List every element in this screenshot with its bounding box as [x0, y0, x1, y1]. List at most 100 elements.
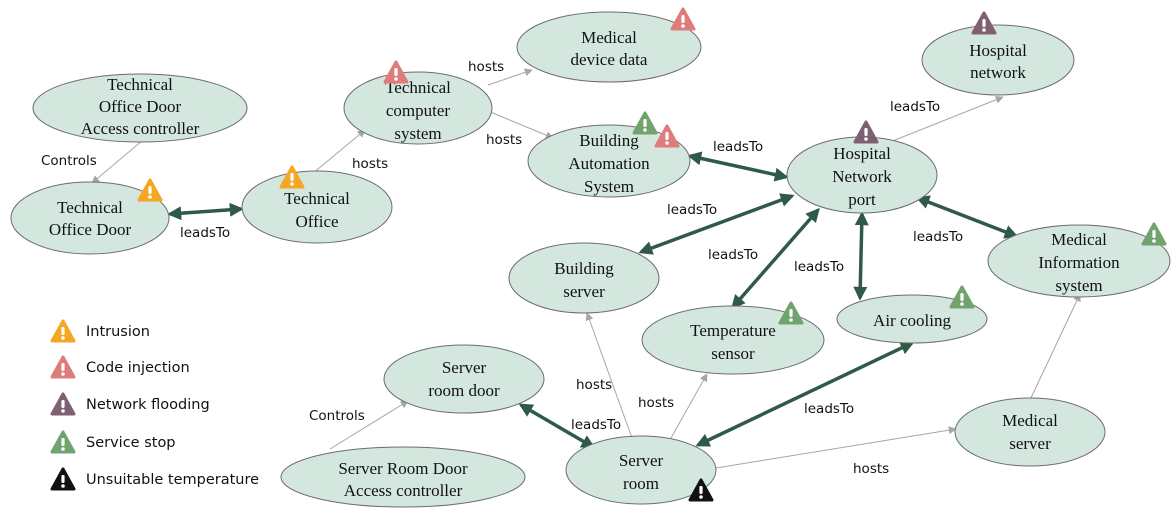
node-label: Server Room Door [338, 459, 468, 478]
node-label: server [1009, 434, 1051, 453]
legend-item-code-injection: Code injection [50, 355, 190, 379]
node-label: Building [554, 259, 614, 278]
code-injection-warning-icon [654, 124, 680, 148]
intrusion-warning-icon [137, 178, 163, 202]
service-stop-warning-icon [949, 285, 975, 309]
node-label: Network [832, 167, 892, 186]
edge-hosts-office-computer [311, 129, 366, 175]
node-srv-room[interactable]: Server room [565, 435, 717, 505]
legend-item-intrusion: Intrusion [50, 319, 150, 343]
edge-med-server-info [1029, 293, 1081, 401]
intrusion-warning-icon [279, 165, 305, 189]
node-med-server[interactable]: Medical server [954, 397, 1106, 467]
edge-label: hosts [638, 395, 674, 411]
edge-label: leadsTo [804, 401, 854, 417]
node-label: Technical [57, 198, 123, 217]
node-tech-door[interactable]: Technical Office Door [10, 181, 170, 255]
edge-label: leadsTo [713, 139, 763, 155]
unsuitable-temperature-warning-icon [50, 467, 76, 491]
node-hosp-net[interactable]: Hospital network [921, 24, 1075, 96]
node-bldg-server[interactable]: Building server [508, 242, 660, 314]
node-label: computer [386, 101, 451, 120]
node-label: sensor [711, 344, 755, 363]
service-stop-warning-icon [778, 301, 804, 325]
node-tech-office[interactable]: Technical Office [241, 170, 393, 244]
node-hosp-port[interactable]: Hospital Network port [786, 136, 938, 214]
legend-label: Service stop [86, 435, 176, 451]
node-label: Information [1038, 253, 1120, 272]
edge-leadsto-port-net [884, 95, 1004, 145]
legend-item-service-stop: Service stop [50, 430, 176, 454]
nodes: Technical Office Door Access controller … [10, 11, 1171, 508]
node-label: port [848, 190, 876, 209]
node-label: room door [428, 381, 500, 400]
edges [91, 68, 1081, 469]
node-label: Temperature [690, 321, 776, 340]
edge-controls-srv [329, 400, 409, 450]
node-label: system [394, 124, 441, 143]
node-label: System [584, 177, 634, 196]
legend-label: Code injection [86, 360, 190, 376]
legend-item-network-flooding: Network flooding [50, 392, 210, 416]
unsuitable-temperature-warning-icon [688, 478, 714, 502]
node-label: Access controller [344, 481, 463, 500]
node-srv-door-ctrl[interactable]: Server Room Door Access controller [280, 446, 526, 508]
node-medical-data[interactable]: Medical device data [516, 11, 702, 83]
node-label: Medical [1002, 411, 1058, 430]
edge-leadsto-bas-port [687, 151, 789, 182]
edge-label: leadsTo [913, 229, 963, 245]
node-label: Server [442, 358, 487, 377]
code-injection-warning-icon [50, 355, 76, 379]
edge-label: hosts [352, 156, 388, 172]
node-label: Technical [284, 189, 350, 208]
edge-leadsto-door-srv [518, 403, 596, 449]
node-srv-door[interactable]: Server room door [383, 344, 545, 414]
edge-hosts-srv-med [715, 426, 957, 469]
service-stop-warning-icon [1141, 222, 1167, 246]
code-injection-warning-icon [670, 7, 696, 31]
node-label: room [623, 474, 659, 493]
edge-leadsto-srv-air [695, 341, 915, 447]
node-label: device data [571, 50, 648, 69]
node-label: Server [619, 451, 664, 470]
node-label: Medical [1051, 230, 1107, 249]
edge-labels: Controls leadsTo hosts hosts hosts leads… [41, 59, 963, 477]
node-label: Access controller [81, 119, 200, 138]
legend-label: Unsuitable temperature [86, 472, 259, 488]
edge-leadsto-port-temp [731, 207, 820, 310]
node-label: Hospital [833, 144, 891, 163]
edge-hosts-srv-bldg [585, 312, 633, 439]
node-label: network [970, 63, 1026, 82]
edge-leadsto-port-air [853, 211, 869, 301]
edge-leadsto-door-office [167, 202, 244, 221]
node-tech-door-ctrl[interactable]: Technical Office Door Access controller [32, 73, 248, 143]
service-stop-warning-icon [50, 430, 76, 454]
node-label: Medical [581, 28, 637, 47]
edge-leadsto-port-bldg [638, 193, 795, 255]
edge-label: leadsTo [571, 417, 621, 433]
node-label: Technical [107, 75, 173, 94]
node-warnings [137, 7, 1167, 502]
edge-label: leadsTo [708, 247, 758, 263]
node-bas[interactable]: Building Automation System [527, 124, 691, 198]
node-label: Hospital [969, 41, 1027, 60]
code-injection-warning-icon [383, 60, 409, 84]
node-label: server [563, 282, 605, 301]
edge-label: hosts [486, 132, 522, 148]
node-med-info[interactable]: Medical Information system [987, 224, 1171, 298]
node-label: Building [579, 131, 639, 150]
node-label: Air cooling [873, 311, 951, 330]
intrusion-warning-icon [50, 319, 76, 343]
network-flooding-warning-icon [50, 392, 76, 416]
node-label: Office Door [99, 97, 182, 116]
network-flooding-warning-icon [971, 11, 997, 35]
node-tech-computer[interactable]: Technical computer system [343, 71, 493, 145]
edge-leadsto-port-med [915, 195, 1019, 239]
service-stop-warning-icon [632, 111, 658, 135]
node-label: Office Door [49, 220, 132, 239]
legend-item-unsuitable-temperature: Unsuitable temperature [50, 467, 259, 491]
legend-label: Intrusion [86, 324, 150, 340]
node-label: Office [295, 212, 338, 231]
legend-label: Network flooding [86, 397, 210, 413]
